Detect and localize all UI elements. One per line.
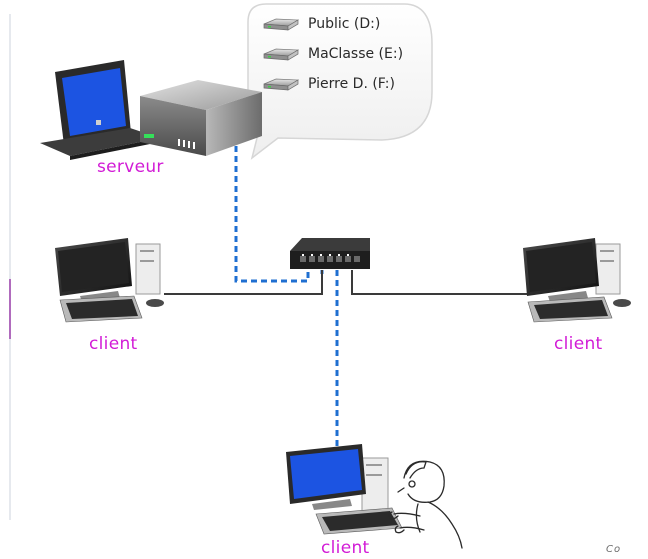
- client-left-switch-link: [164, 270, 323, 295]
- network-switch-icon: [290, 238, 370, 269]
- drive-label: Public (D:): [308, 16, 381, 32]
- footer-caption: Co: [606, 544, 622, 555]
- hard-drive-icon: [263, 78, 300, 91]
- server-label: serveur: [97, 157, 164, 177]
- hard-drive-icon: [263, 48, 300, 61]
- page-left-rule-accent: [9, 279, 11, 339]
- page-left-rule: [9, 14, 11, 520]
- client-left-computer-icon: [55, 238, 164, 323]
- client-right-switch-link: [351, 270, 530, 295]
- server-laptop-icon: [40, 60, 160, 160]
- server-switch-link: [234, 146, 310, 283]
- network-links: [164, 146, 530, 452]
- client-left-label: client: [89, 334, 138, 354]
- client-bottom-computer-icon: [286, 444, 403, 535]
- client-right-computer-icon: [523, 238, 631, 323]
- drive-label: MaClasse (E:): [308, 46, 404, 62]
- drive-label: Pierre D. (F:): [308, 76, 395, 92]
- client-bottom-label: client: [321, 538, 370, 558]
- user-person-icon: [388, 460, 463, 549]
- server-tower-icon: [140, 80, 262, 156]
- client-right-label: client: [554, 334, 603, 354]
- hard-drive-icon: [263, 18, 300, 31]
